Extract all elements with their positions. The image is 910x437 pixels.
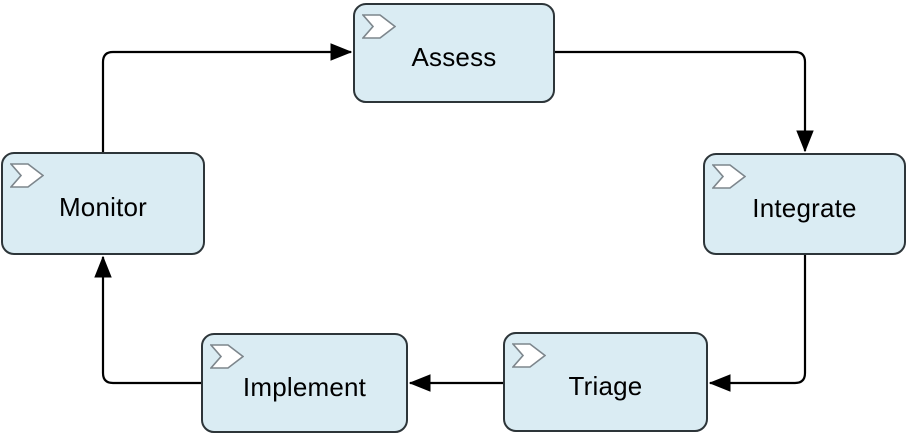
process-chevron-icon (712, 164, 746, 189)
node-monitor-label: Monitor (58, 192, 148, 222)
node-triage[interactable]: Triage (503, 332, 708, 432)
node-implement-label: Implement (242, 371, 367, 402)
node-assess[interactable]: Assess (353, 3, 555, 103)
edge-monitor-to-assess (101, 52, 351, 152)
process-chevron-icon (210, 344, 244, 369)
edge-integrate-to-triage (710, 255, 807, 383)
edge-assess-to-integrate (555, 50, 805, 151)
edge-implement-to-monitor (103, 257, 201, 385)
process-chevron-icon (512, 343, 546, 368)
node-integrate[interactable]: Integrate (703, 153, 906, 255)
node-monitor[interactable]: Monitor (1, 152, 205, 255)
process-chevron-icon (10, 163, 44, 188)
process-chevron-icon (362, 14, 396, 39)
node-implement[interactable]: Implement (201, 333, 408, 433)
node-assess-label: Assess (411, 41, 497, 72)
node-triage-label: Triage (568, 370, 643, 401)
node-integrate-label: Integrate (752, 192, 857, 223)
